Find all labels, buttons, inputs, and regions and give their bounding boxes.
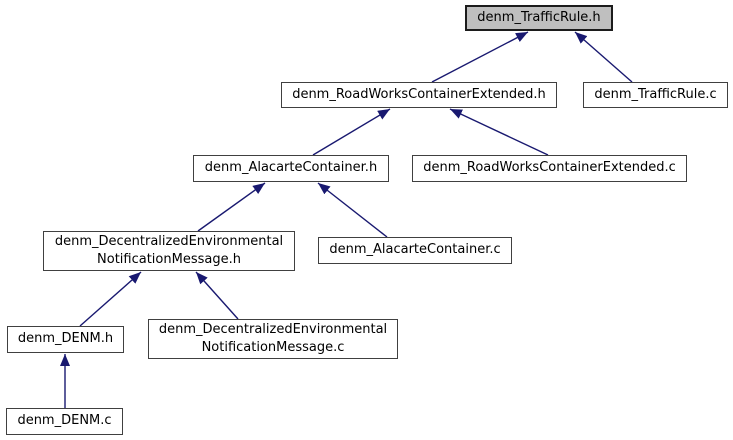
node-denm-roadworkscontainerextended-c[interactable]: denm_RoadWorksContainerExtended.c xyxy=(412,155,687,182)
node-denm-roadworkscontainerextended-h[interactable]: denm_RoadWorksContainerExtended.h xyxy=(281,82,557,108)
edge-alacarte-h-to-roadworksextended-h xyxy=(312,108,391,156)
node-denm-alacartecontainer-h[interactable]: denm_AlacarteContainer.h xyxy=(193,155,389,182)
node-denm-alacartecontainer-c[interactable]: denm_AlacarteContainer.c xyxy=(318,237,512,264)
edge-trafficrule-c-to-trafficrule-h xyxy=(574,31,633,83)
node-denm-decentralizedenvironmentalnotificationmessage-h[interactable]: denm_DecentralizedEnvironmental Notifica… xyxy=(43,231,295,271)
node-denm-trafficrule-h[interactable]: denm_TrafficRule.h xyxy=(465,5,613,31)
edge-roadworksextended-h-to-trafficrule-h xyxy=(431,31,529,83)
edge-alacarte-c-to-alacarte-h xyxy=(317,182,388,238)
edge-decentralized-h-to-alacarte-h xyxy=(197,182,266,232)
node-denm-denm-c[interactable]: denm_DENM.c xyxy=(6,408,123,435)
node-denm-decentralizedenvironmentalnotificationmessage-c[interactable]: denm_DecentralizedEnvironmental Notifica… xyxy=(148,319,398,359)
node-denm-trafficrule-c[interactable]: denm_TrafficRule.c xyxy=(583,82,728,108)
edge-decentralized-c-to-decentralized-h xyxy=(195,271,239,320)
edge-denm-h-to-decentralized-h xyxy=(79,271,142,327)
node-denm-denm-h[interactable]: denm_DENM.h xyxy=(7,326,124,353)
edge-roadworksextended-c-to-roadworksextended-h xyxy=(449,108,549,156)
